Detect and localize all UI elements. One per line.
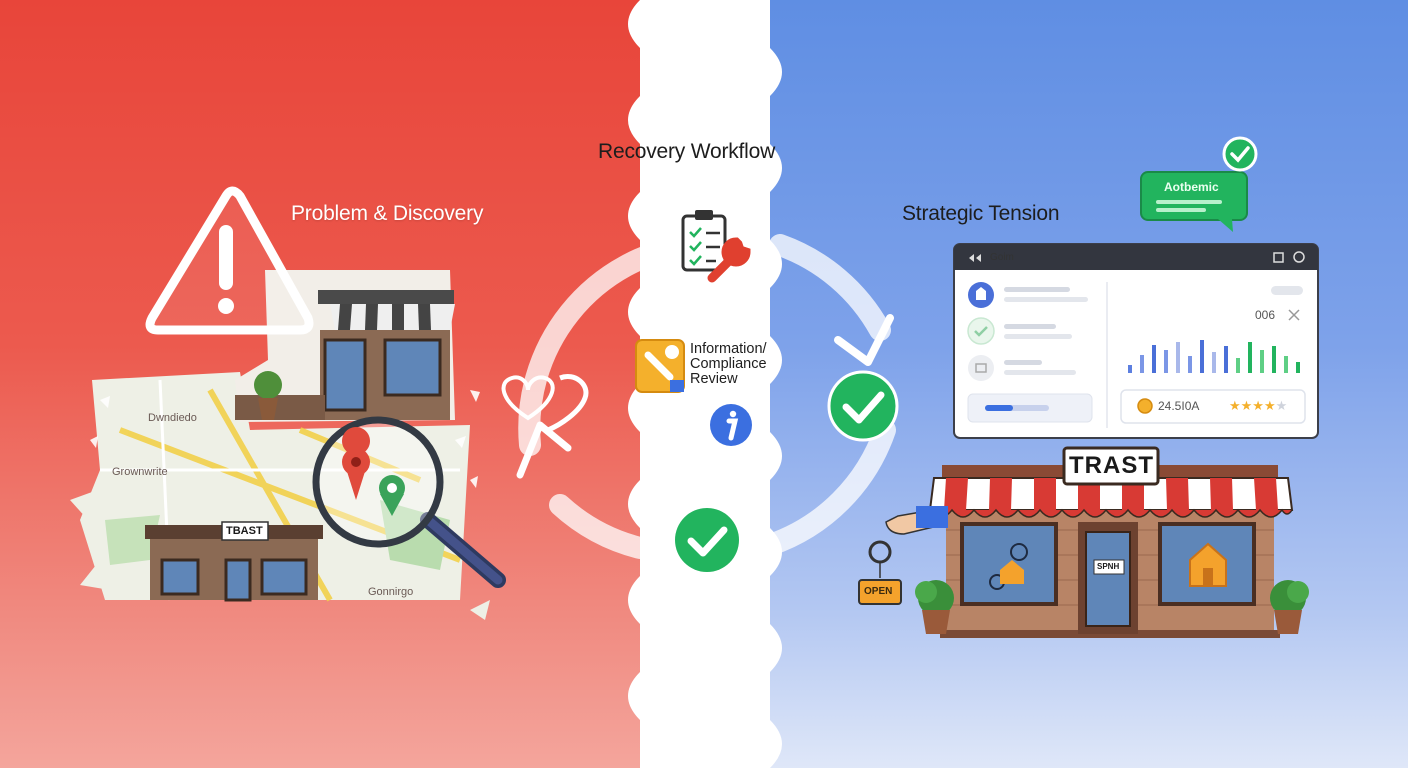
authentic-badge-text: Aotbemic <box>1164 180 1219 194</box>
compliance-review-label: Information/ Compliance Review <box>690 342 767 387</box>
open-sign-text: OPEN <box>864 586 893 597</box>
problem-discovery-title: Problem & Discovery <box>291 202 484 225</box>
striped-awning <box>928 477 1294 518</box>
dashboard-stat-value: 006 <box>1255 308 1276 322</box>
review-line-2: Compliance <box>690 356 767 372</box>
review-line-1: Information/ <box>690 341 767 357</box>
shop-sign-text: TRAST <box>1069 452 1154 479</box>
wrench-icon <box>707 237 751 283</box>
dashboard-rating-text: 24.5I0A <box>1158 399 1200 413</box>
map-label-2: Grownwrite <box>112 466 168 478</box>
recovery-workflow-title: Recovery Workflow <box>598 140 776 163</box>
house-icon <box>1189 542 1227 587</box>
strategic-tension-title: Strategic Tension <box>902 202 1060 225</box>
map-label-1: Dwndiedo <box>148 412 197 424</box>
map-storefront-sign: TBAST <box>226 525 263 537</box>
green-pin-icon <box>387 483 397 493</box>
door-sign-text: SPNH <box>1097 562 1120 571</box>
open-sign-icon <box>858 579 902 605</box>
dashboard-bars <box>1128 340 1300 373</box>
review-line-3: Review <box>690 371 738 387</box>
shop-sign-board <box>1062 446 1160 486</box>
dashboard-window-title: Goim <box>990 252 1014 263</box>
success-check-icon <box>675 508 739 572</box>
rating-stars: ★★★★★ <box>1229 398 1288 413</box>
map-label-3: Gonnirgo <box>368 586 414 598</box>
success-check-icon-2 <box>827 370 899 442</box>
verified-check-icon <box>1222 136 1258 172</box>
coin-icon <box>1137 398 1153 414</box>
info-icon <box>710 404 752 446</box>
heart-icon <box>501 375 555 421</box>
